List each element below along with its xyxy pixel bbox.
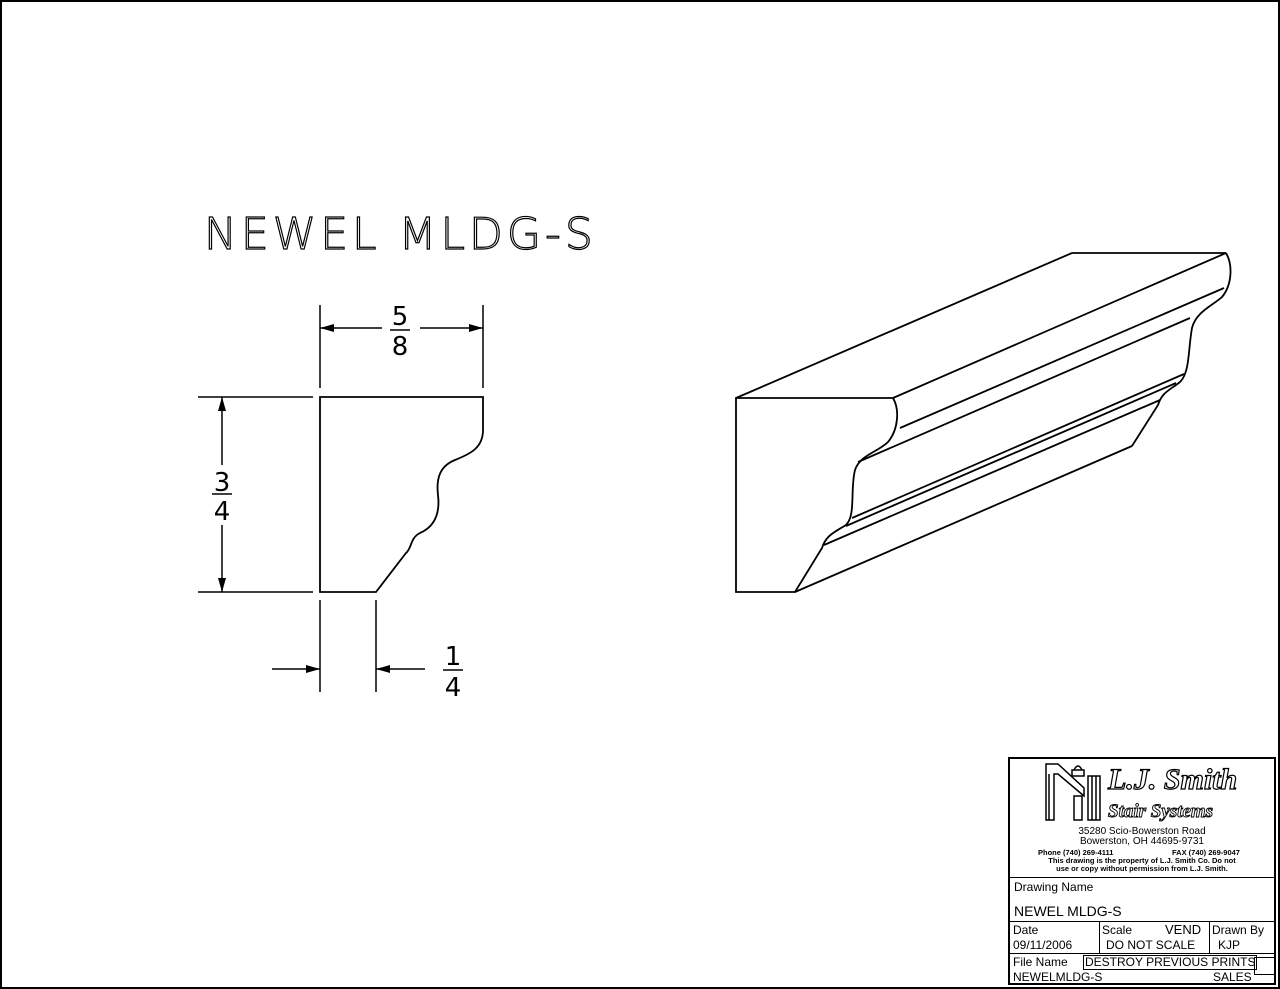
drawn-by-label: Drawn By [1212,923,1265,937]
drawn-by-value: KJP [1218,938,1241,952]
height-dimension [198,396,313,593]
scale-value: DO NOT SCALE [1106,938,1196,952]
phone: Phone (740) 269-4111 [1038,848,1114,857]
company-name: L.J. Smith [1107,762,1238,796]
drawing-name-label: Drawing Name [1014,880,1094,894]
chamfer-numerator: 1 [445,642,462,672]
address-line-2: Bowerston, OH 44695-9731 [1080,836,1204,847]
fax: FAX (740) 269-9047 [1172,848,1240,857]
height-numerator: 3 [214,468,231,498]
chamfer-dimension [272,600,463,692]
company-subname: Stair Systems [1108,801,1214,823]
address-line-1: 35280 Scio-Bowerston Road [1078,826,1206,837]
destroy-notice: DESTROY PREVIOUS PRINTS [1083,955,1258,970]
file-name-value: NEWELMLDG-S [1013,970,1103,984]
chamfer-denominator: 4 [445,673,462,703]
width-denominator: 8 [392,332,409,362]
date-label: Date [1013,923,1039,937]
date-value: 09/11/2006 [1013,938,1073,952]
file-name-label: File Name [1013,955,1068,969]
width-dimension [319,305,484,388]
drawing-title: NEWEL MLDG-S [204,209,597,260]
profile-section [319,396,484,593]
staircase-logo-icon [1045,763,1101,821]
scale-label: Scale [1102,923,1133,937]
width-numerator: 5 [392,302,409,332]
notice-line-1: This drawing is the property of L.J. Smi… [1048,856,1236,865]
revision-stamp [1254,957,1276,975]
company-logo-area: L.J. Smith Stair Systems 35280 Scio-Bowe… [1010,759,1274,878]
department: SALES [1213,970,1252,984]
title-block: L.J. Smith Stair Systems 35280 Scio-Bowe… [1008,757,1276,985]
notice-line-2: use or copy without permission from L.J.… [1056,864,1228,873]
height-denominator: 4 [214,497,231,527]
scale-tag: VEND [1165,922,1202,937]
drawing-name-value: NEWEL MLDG-S [1014,903,1122,919]
isometric-view [735,252,1232,593]
